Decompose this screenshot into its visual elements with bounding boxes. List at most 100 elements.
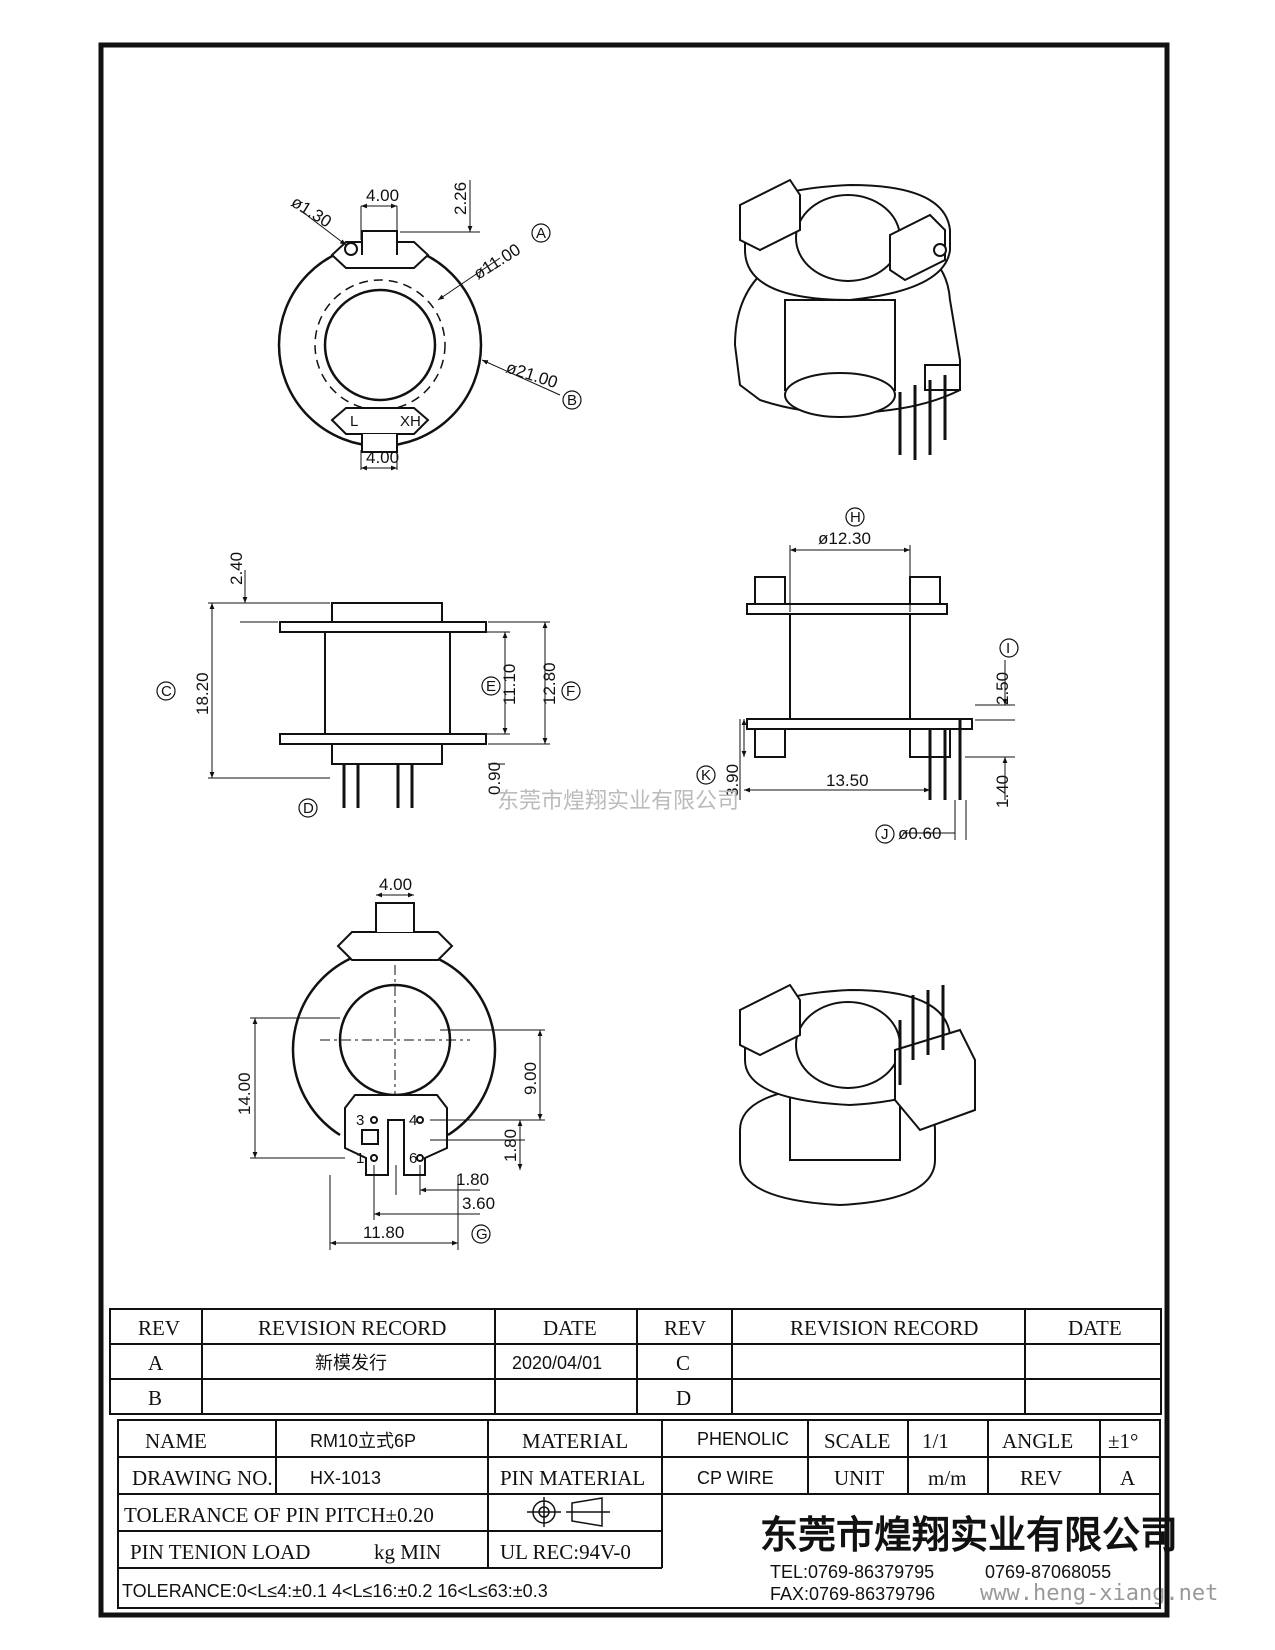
rev-row-c-rev: C	[676, 1351, 690, 1375]
watermark-company: 东莞市煌翔实业有限公司	[497, 789, 739, 814]
title-rev-label: REV	[1020, 1466, 1062, 1490]
dim-front-core-dia: ø12.30	[818, 529, 871, 548]
revision-table	[109, 1308, 1162, 1415]
dim-front-pin-span: 13.50	[826, 771, 869, 790]
dim-front-pin-len: 1.40	[993, 775, 1012, 808]
marker-d: D	[298, 798, 318, 818]
marker-e: E	[481, 676, 501, 696]
title-company: 东莞市煌翔实业有限公司	[760, 1512, 1178, 1557]
title-tolerance-pitch: TOLERANCE OF PIN PITCH±0.20	[124, 1503, 434, 1527]
title-pin-tension: PIN TENION LOAD	[130, 1540, 310, 1564]
dim-side-total: 18.20	[193, 672, 212, 715]
dim-side-winding: 11.10	[500, 664, 519, 705]
marker-i: I	[999, 638, 1019, 658]
svg-text:A: A	[536, 225, 546, 242]
pin-label-3: 3	[356, 1112, 364, 1129]
svg-text:H: H	[850, 509, 861, 526]
title-drawing-no-value: HX-1013	[310, 1468, 381, 1488]
title-ul: UL REC:94V-0	[500, 1540, 631, 1564]
svg-text:J: J	[881, 826, 889, 843]
title-material-value: PHENOLIC	[697, 1429, 789, 1449]
title-drawing-no-label: DRAWING NO.	[132, 1466, 273, 1490]
marker-b: B	[562, 390, 582, 410]
rev-header-rev-1: REV	[138, 1316, 180, 1340]
side-view	[208, 570, 550, 808]
title-pin-tension-unit: kg MIN	[374, 1540, 441, 1564]
dim-bot-center-h: 9.00	[521, 1062, 540, 1095]
title-tel2: 0769-87068055	[985, 1562, 1111, 1582]
rev-header-record-2: REVISION RECORD	[790, 1316, 978, 1340]
dim-bot-total-h: 14.00	[235, 1072, 254, 1115]
title-fax: FAX:0769-86379796	[770, 1584, 935, 1604]
front-view	[739, 545, 1015, 840]
pin-label-4: 4	[409, 1112, 417, 1129]
title-block	[117, 1419, 1161, 1609]
title-name-value: RM10立式6P	[310, 1431, 416, 1451]
dim-bot-pitch-large: 3.60	[462, 1194, 495, 1213]
svg-text:E: E	[486, 678, 496, 695]
svg-text:G: G	[476, 1226, 488, 1243]
dim-bottom-slot-width: 4.00	[366, 448, 399, 467]
rev-header-date-2: DATE	[1068, 1316, 1122, 1340]
rev-header-record-1: REVISION RECORD	[258, 1316, 446, 1340]
marker-a: A	[531, 223, 551, 243]
part-mark-left: L	[350, 413, 358, 430]
dim-top-inner-dia: ø11.00	[470, 240, 524, 283]
title-pin-material-value: CP WIRE	[697, 1468, 774, 1488]
svg-text:B: B	[567, 392, 577, 409]
watermark-url: www.heng-xiang.net	[980, 1581, 1218, 1606]
dim-bot-pitch-v: 1.80	[501, 1129, 520, 1162]
title-tolerance: TOLERANCE:0<L≤4:±0.1 4<L≤16:±0.2 16<L≤63…	[122, 1581, 548, 1601]
dim-bot-base-w: 11.80	[363, 1223, 404, 1242]
rev-row-d-rev: D	[676, 1386, 691, 1410]
marker-g: G	[471, 1224, 491, 1244]
rev-row-a-record: 新模发行	[315, 1353, 387, 1373]
title-angle-value: ±1°	[1108, 1429, 1138, 1453]
rev-row-b-rev: B	[148, 1386, 162, 1410]
iso-view-bottom	[739, 983, 976, 1207]
top-view	[277, 180, 561, 471]
dim-side-pin-base: 0.90	[485, 762, 504, 795]
dim-bot-pitch-small: 1.80	[456, 1170, 489, 1189]
iso-view-top	[733, 178, 961, 460]
dim-top-outer-dia: ø21.00	[504, 358, 560, 392]
pin-label-1: 1	[356, 1150, 364, 1167]
marker-k: K	[696, 765, 716, 785]
dim-side-between: 12.80	[540, 662, 559, 705]
svg-text:F: F	[566, 683, 575, 700]
dim-side-flange: 2.40	[227, 552, 246, 585]
projection-symbol	[527, 1497, 610, 1527]
title-material-label: MATERIAL	[522, 1429, 628, 1453]
marker-c: C	[156, 681, 176, 701]
dim-top-slot-width: 4.00	[366, 186, 399, 205]
rev-row-a-date: 2020/04/01	[512, 1353, 602, 1373]
svg-text:K: K	[701, 767, 711, 784]
outer-frame	[98, 42, 1170, 1618]
title-unit-value: m/m	[928, 1466, 967, 1490]
title-unit-label: UNIT	[834, 1466, 884, 1490]
title-angle-label: ANGLE	[1002, 1429, 1073, 1453]
title-rev-value: A	[1120, 1466, 1136, 1490]
marker-f: F	[561, 681, 581, 701]
part-mark-right: XH	[400, 413, 421, 430]
dim-front-pin-dia: ø0.60	[898, 824, 941, 843]
title-scale-label: SCALE	[824, 1429, 891, 1453]
svg-text:I: I	[1006, 640, 1010, 657]
rev-row-a-rev: A	[148, 1351, 164, 1375]
bottom-view	[250, 892, 545, 1250]
dim-front-base-h: 2.50	[993, 672, 1012, 705]
title-scale-value: 1/1	[922, 1429, 949, 1453]
title-name-label: NAME	[145, 1429, 207, 1453]
marker-j: J	[875, 824, 895, 844]
dim-front-base-t: 3.90	[723, 764, 742, 797]
dim-top-hole-dia: ø1.30	[288, 192, 335, 231]
dim-top-slot-depth: 2.26	[451, 182, 470, 215]
title-tel: TEL:0769-86379795	[770, 1562, 934, 1582]
title-pin-material-label: PIN MATERIAL	[500, 1466, 645, 1490]
rev-header-rev-2: REV	[664, 1316, 706, 1340]
svg-text:D: D	[303, 800, 314, 817]
svg-text:C: C	[161, 683, 172, 700]
pin-label-6: 6	[409, 1150, 417, 1167]
marker-h: H	[845, 507, 865, 527]
